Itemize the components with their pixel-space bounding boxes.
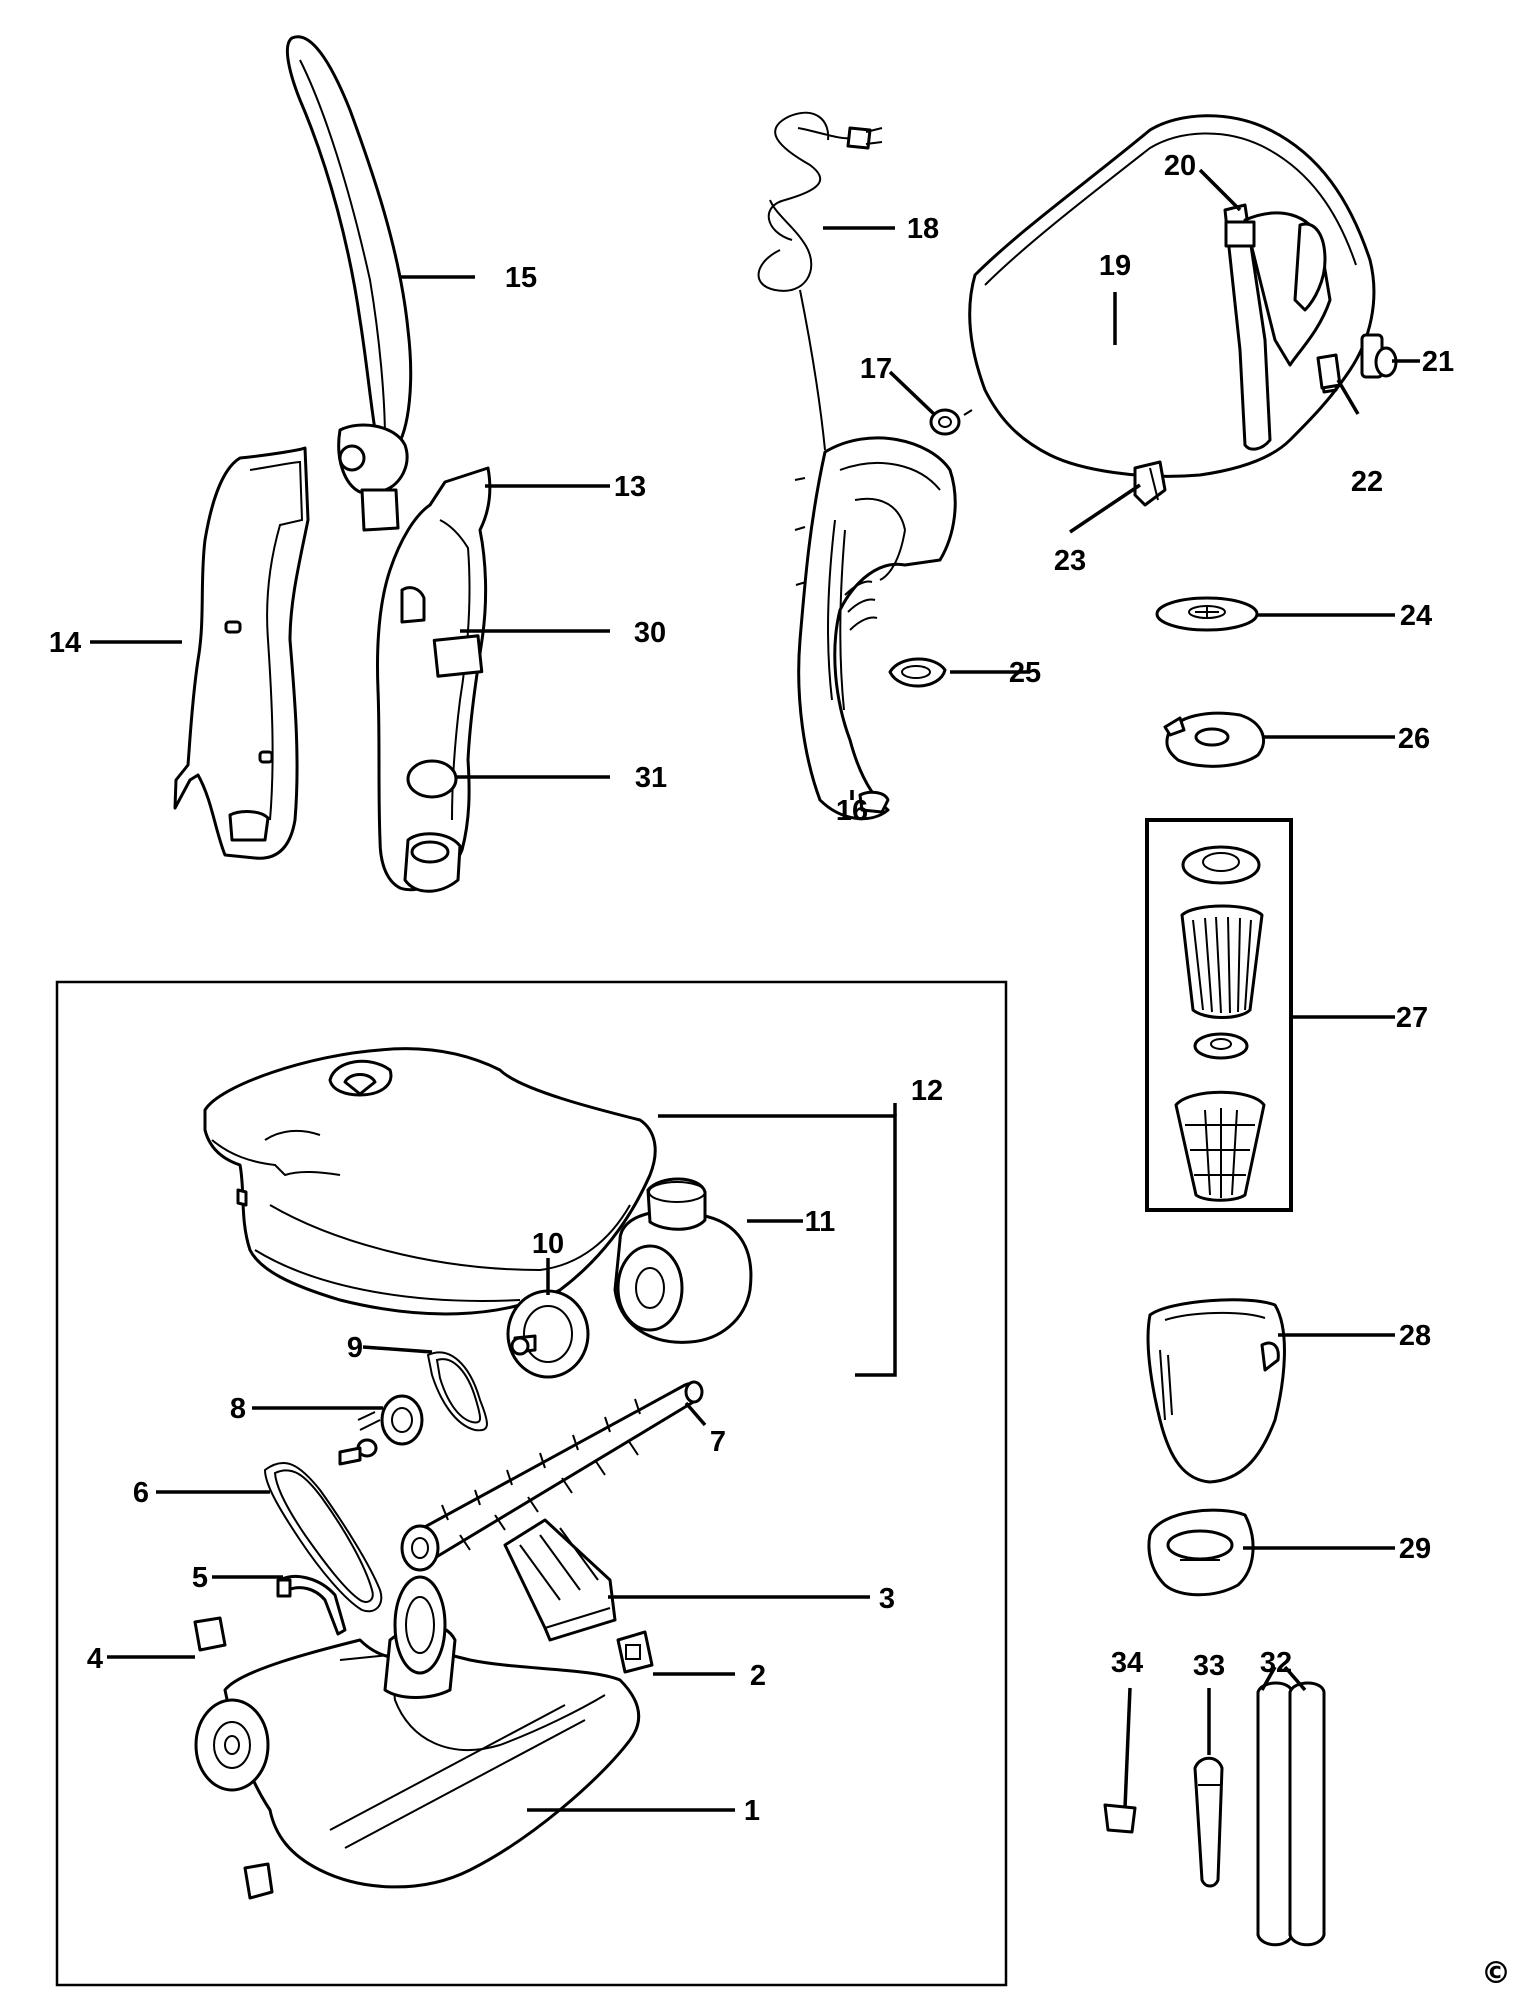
part-11-brush-motor [613, 1177, 753, 1344]
part-28-dust-cup [1146, 1298, 1286, 1484]
label-4: 4 [87, 1643, 103, 1675]
part-17-grommet [929, 408, 973, 436]
label-7: 7 [710, 1426, 726, 1458]
label-28: 28 [1399, 1320, 1431, 1352]
label-29: 29 [1399, 1533, 1431, 1565]
part-1-base [194, 1575, 641, 1900]
part-24-filter-disc [1155, 596, 1259, 632]
part-21-switch [1360, 333, 1398, 379]
part-27-filter-assembly [1145, 818, 1293, 1212]
part-32-extension-tubes [1256, 1681, 1326, 1947]
part-8-gear-pulley [338, 1394, 424, 1466]
label-16: 16 [836, 795, 868, 827]
part-22-clip [1316, 353, 1342, 390]
part-33-crevice-tool [1193, 1756, 1224, 1888]
label-31: 31 [635, 762, 667, 794]
part-23-contact [1133, 460, 1167, 507]
label-9: 9 [347, 1332, 363, 1364]
part-9-small-belt [426, 1351, 488, 1432]
part-3-cover-plate [503, 1518, 617, 1642]
label-18: 18 [907, 213, 939, 245]
floor-head-frame [55, 980, 1008, 1987]
part-labels: 1 2 3 4 5 6 7 8 9 10 11 12 13 14 15 16 1… [49, 150, 1454, 1827]
label-19: 19 [1099, 250, 1131, 282]
label-32: 32 [1260, 1647, 1292, 1679]
part-29-cup-base [1147, 1508, 1255, 1597]
label-27: 27 [1396, 1002, 1428, 1034]
label-21: 21 [1422, 346, 1454, 378]
part-7-brushroll [400, 1380, 704, 1572]
label-12: 12 [911, 1075, 943, 1107]
label-15: 15 [505, 262, 537, 294]
part-5-bracket [276, 1575, 347, 1636]
part-12-hood [203, 1047, 657, 1316]
label-8: 8 [230, 1393, 246, 1425]
label-22: 22 [1351, 466, 1383, 498]
leader-lines [90, 168, 1420, 1812]
label-1: 1 [744, 1795, 760, 1827]
motor-housing-shell [968, 114, 1376, 478]
label-23: 23 [1054, 545, 1086, 577]
part-4-wheel-clip [193, 1616, 227, 1652]
copyright-mark: © [1481, 1956, 1511, 1991]
part-18-power-cord [757, 111, 883, 451]
label-10: 10 [532, 1228, 564, 1260]
label-26: 26 [1398, 723, 1430, 755]
label-34: 34 [1111, 1647, 1143, 1679]
part-26-filter-cover [1163, 711, 1265, 768]
part-14-left-housing [173, 446, 310, 860]
part-25-gasket [888, 657, 947, 688]
label-3: 3 [879, 1583, 895, 1615]
label-30: 30 [634, 617, 666, 649]
label-5: 5 [192, 1562, 208, 1594]
label-13: 13 [614, 471, 646, 503]
part-10-pulley [506, 1289, 590, 1379]
label-11: 11 [805, 1206, 836, 1238]
part-6-drive-belt [263, 1461, 383, 1613]
label-2: 2 [750, 1660, 766, 1692]
label-20: 20 [1164, 150, 1196, 182]
part-16-grip-housing [794, 436, 957, 821]
label-14: 14 [49, 627, 81, 659]
part-34-nozzle-tip [1103, 1803, 1137, 1834]
part-13-right-housing [376, 466, 492, 893]
part-15-handle [285, 35, 413, 532]
label-24: 24 [1400, 600, 1432, 632]
part-2-wheel-clip [616, 1630, 654, 1674]
label-25: 25 [1009, 657, 1041, 689]
label-33: 33 [1193, 1650, 1225, 1682]
label-6: 6 [133, 1477, 149, 1509]
label-17: 17 [860, 353, 892, 385]
